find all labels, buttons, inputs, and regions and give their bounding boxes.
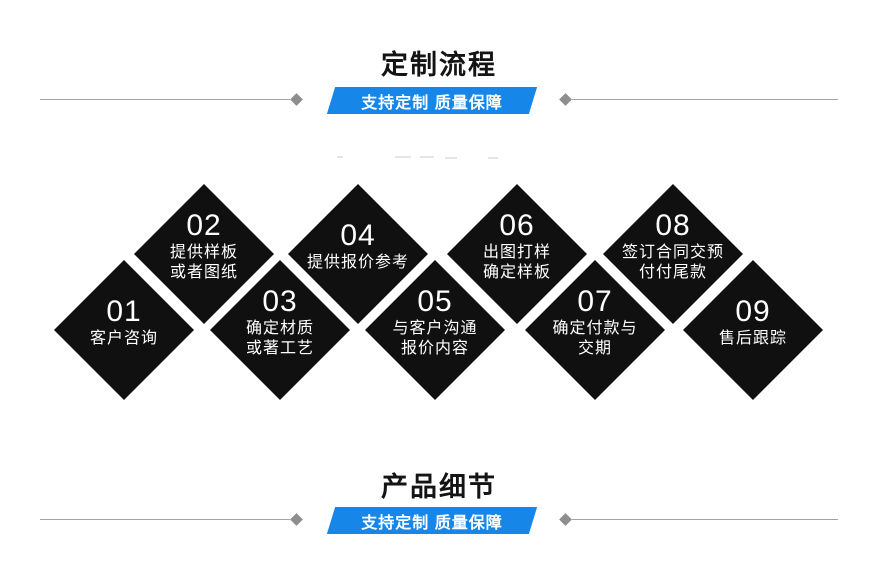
diamond-marker-icon: [290, 93, 303, 106]
divider-line-left: [40, 519, 290, 520]
step-content: 04 提供报价参考: [278, 219, 438, 273]
step-label-line: 提供样板: [169, 244, 238, 261]
step-number: 02: [186, 209, 222, 242]
step-number: 08: [655, 209, 691, 242]
step-content: 03 确定材质 或著工艺: [200, 285, 360, 359]
step-number: 03: [262, 285, 298, 318]
step-label-line: 出图打样: [482, 244, 551, 261]
step-number: 05: [417, 285, 453, 318]
step-label-line: 客户咨询: [89, 330, 158, 347]
step-number: 07: [577, 285, 613, 318]
step-label-line: 或著工艺: [245, 340, 314, 357]
step-content: 07 确定付款与 交期: [515, 285, 675, 359]
step-number: 04: [340, 219, 376, 252]
step-label-line: 签订合同交预: [621, 244, 724, 261]
step-number: 06: [499, 209, 535, 242]
step-label-line: 提供报价参考: [306, 254, 409, 271]
divider-line-left: [40, 99, 290, 100]
diamond-marker-icon: [559, 93, 572, 106]
banner-product-details: 支持定制 质量保障: [326, 507, 538, 534]
step-label-line: 售后跟踪: [718, 330, 787, 347]
divider-line-right: [572, 99, 838, 100]
step-label-line: 确定样板: [482, 264, 551, 281]
section-title-process: 定制流程: [381, 50, 497, 80]
faint-artifact: [420, 156, 434, 158]
banner-slogan: 支持定制 质量保障: [361, 514, 503, 532]
step-content: 02 提供样板 或者图纸: [124, 209, 284, 283]
step-label-line: 报价内容: [400, 340, 469, 357]
step-number: 01: [106, 295, 142, 328]
step-label-line: 交期: [577, 340, 612, 357]
step-content: 09 售后跟踪: [673, 295, 833, 349]
step-content: 05 与客户沟通 报价内容: [355, 285, 515, 359]
step-label-line: 与客户沟通: [392, 320, 478, 337]
diamond-marker-icon: [559, 513, 572, 526]
diamond-marker-icon: [290, 513, 303, 526]
faint-artifact: [488, 157, 498, 159]
banner-process: 支持定制 质量保障: [326, 87, 538, 114]
step-number: 09: [735, 295, 771, 328]
section-title-product-details: 产品细节: [381, 472, 497, 502]
step-content: 06 出图打样 确定样板: [437, 209, 597, 283]
faint-artifact: [395, 156, 411, 158]
step-content: 01 客户咨询: [44, 295, 204, 349]
faint-artifact: [337, 156, 343, 158]
step-content: 08 签订合同交预 付付尾款: [593, 209, 753, 283]
step-label-line: 付付尾款: [638, 264, 707, 281]
step-label-line: 确定付款与: [552, 320, 638, 337]
divider-line-right: [572, 519, 838, 520]
step-label-line: 或者图纸: [169, 264, 238, 281]
banner-slogan: 支持定制 质量保障: [361, 94, 503, 112]
step-label-line: 确定材质: [245, 320, 314, 337]
faint-artifact: [445, 157, 457, 159]
